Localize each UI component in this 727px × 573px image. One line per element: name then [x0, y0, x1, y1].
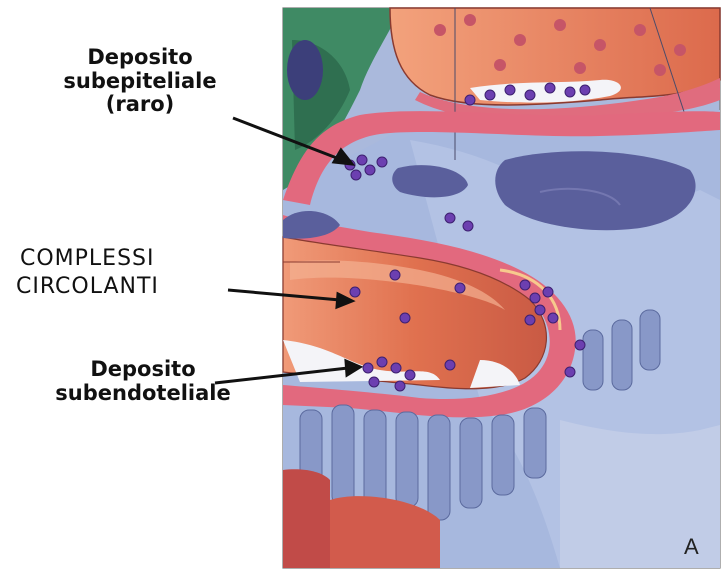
label-line: Deposito	[55, 46, 225, 70]
panel-letter: A	[684, 535, 699, 560]
label-line: (raro)	[55, 93, 225, 117]
label-line: subendoteliale	[38, 382, 248, 406]
label-line: subepiteliale	[55, 70, 225, 94]
label-line: COMPLESSI	[16, 245, 226, 273]
label-complessi-circolanti: COMPLESSI CIRCOLANTI	[16, 245, 226, 300]
label-line: Deposito	[38, 358, 248, 382]
label-deposito-subepiteliale: Deposito subepiteliale (raro)	[55, 46, 225, 117]
label-line: CIRCOLANTI	[16, 273, 226, 301]
label-deposito-subendoteliale: Deposito subendoteliale	[38, 358, 248, 405]
